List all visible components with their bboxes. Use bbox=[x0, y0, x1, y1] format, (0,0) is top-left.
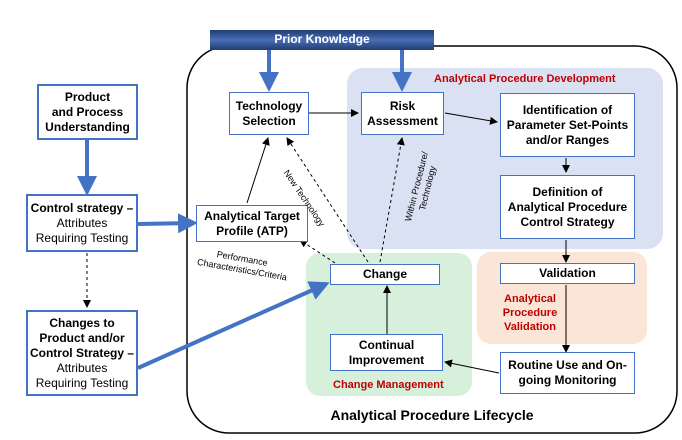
arrow-change-to-tech-dashed bbox=[286, 137, 369, 263]
control-line2: Attributes bbox=[56, 215, 108, 230]
routine-line2: going Monitoring bbox=[518, 373, 617, 387]
arrow-change-to-atp-dashed bbox=[299, 239, 336, 264]
defn-line3: Control Strategy bbox=[520, 214, 615, 229]
control-line3: Requiring Testing bbox=[35, 230, 129, 245]
changes-line3: Control Strategy – bbox=[29, 345, 134, 360]
changes-line5: Requiring Testing bbox=[35, 375, 129, 390]
validation-region-line2: Procedure bbox=[502, 307, 558, 319]
validation-region-label: Analytical Procedure Validation bbox=[490, 292, 570, 334]
changes-box: Changes to Product and/or Control Strate… bbox=[26, 310, 138, 396]
control-strategy-box: Control strategy – Attributes Requiring … bbox=[26, 194, 138, 252]
risk-assessment-box: Risk Assessment bbox=[361, 92, 444, 135]
atp-line2: Profile (ATP) bbox=[216, 223, 288, 238]
arrow-routine-to-continual bbox=[444, 359, 500, 374]
arrow-control-to-atp bbox=[137, 213, 198, 234]
control-line1: Control strategy – bbox=[30, 200, 134, 215]
atp-box: Analytical Target Profile (ATP) bbox=[196, 205, 308, 242]
risk-line1: Risk bbox=[389, 98, 416, 113]
routine-use-box: Routine Use and On- going Monitoring bbox=[500, 352, 635, 394]
validation-region-line1: Analytical bbox=[504, 293, 556, 305]
arrow-change-to-risk-dashed bbox=[379, 137, 405, 263]
changes-line1: Changes to bbox=[49, 315, 115, 330]
ident-line3: and/or Ranges bbox=[525, 132, 610, 147]
risk-line2: Assessment bbox=[367, 113, 438, 128]
tech-line2: Selection bbox=[242, 113, 296, 128]
lifecycle-title: Analytical Procedure Lifecycle bbox=[330, 407, 534, 423]
ident-line1: Identification of bbox=[522, 102, 613, 117]
product-process-box: Product and Process Understanding bbox=[37, 84, 138, 140]
arrow-atp-to-tech bbox=[246, 137, 270, 204]
validation-region-line3: Validation bbox=[504, 321, 556, 333]
continual-line1: Continual bbox=[358, 337, 415, 352]
continual-line2: Improvement bbox=[348, 352, 425, 367]
defn-line2: Analytical Procedure bbox=[507, 199, 628, 214]
prior-knowledge-banner bbox=[210, 30, 434, 50]
change-box: Change bbox=[330, 264, 440, 285]
arrow-risk-to-ident bbox=[444, 112, 498, 125]
ident-line2: Parameter Set-Points bbox=[506, 117, 629, 132]
product-line3: Understanding bbox=[45, 119, 130, 134]
routine-line1: Routine Use and On- bbox=[508, 358, 627, 372]
changes-line4: Attributes bbox=[56, 360, 108, 375]
validation-label: Validation bbox=[539, 266, 596, 280]
prior-knowledge-label: Prior Knowledge bbox=[274, 32, 370, 46]
product-line2: and Process bbox=[51, 104, 124, 119]
continual-improvement-box: Continual Improvement bbox=[330, 334, 443, 371]
change-label: Change bbox=[362, 267, 407, 281]
changes-line2: Product and/or bbox=[39, 330, 125, 345]
atp-line1: Analytical Target bbox=[204, 208, 300, 223]
tech-line1: Technology bbox=[235, 98, 303, 113]
change-management-label: Change Management bbox=[333, 379, 444, 391]
arrow-changes-to-change bbox=[137, 281, 330, 370]
development-region-label: Analytical Procedure Development bbox=[434, 73, 616, 85]
technology-selection-box: Technology Selection bbox=[229, 92, 309, 135]
product-line1: Product bbox=[64, 89, 111, 104]
definition-box: Definition of Analytical Procedure Contr… bbox=[500, 175, 635, 239]
defn-line1: Definition of bbox=[532, 184, 603, 199]
identification-box: Identification of Parameter Set-Points a… bbox=[500, 93, 635, 157]
validation-box: Validation bbox=[500, 263, 635, 284]
